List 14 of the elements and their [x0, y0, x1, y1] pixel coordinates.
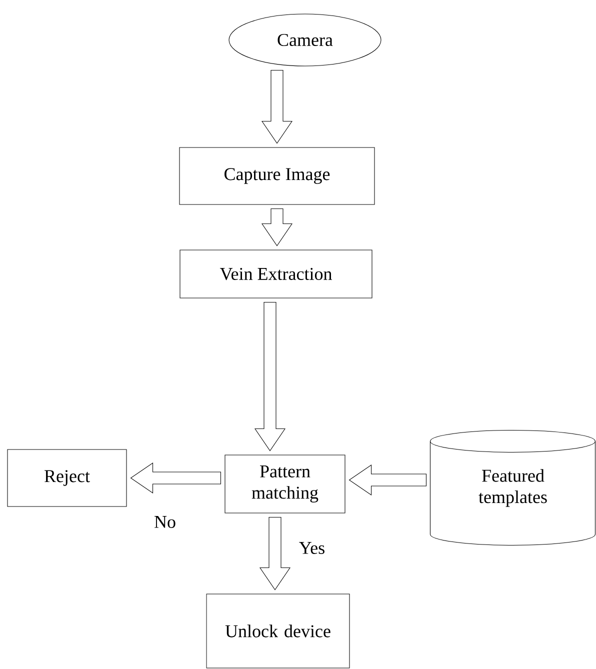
edge-label: No	[152, 514, 178, 530]
block-arrow	[262, 70, 292, 144]
block-arrow	[348, 464, 426, 496]
process-box: Pattern matching	[224, 454, 346, 514]
process-box: Reject	[7, 449, 127, 507]
process-box: Vein Extraction	[180, 250, 372, 298]
block-arrow	[259, 517, 290, 590]
process-box: Unlock device	[206, 594, 350, 668]
edge-label: Yes	[298, 540, 326, 556]
block-arrow	[262, 208, 292, 246]
process-box: Capture Image	[179, 147, 375, 205]
block-arrow	[254, 302, 286, 452]
database-cylinder: Featured templates	[430, 430, 596, 546]
block-arrow	[130, 462, 221, 494]
